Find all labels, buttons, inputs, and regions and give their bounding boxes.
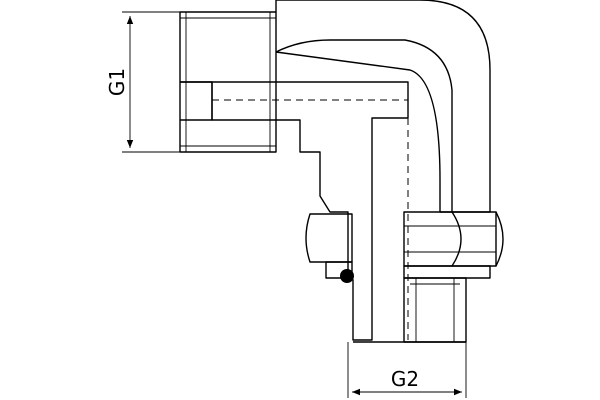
dimension-label-g1: G1 <box>105 68 129 96</box>
elbow-body <box>275 0 491 213</box>
section-hatch <box>180 81 409 341</box>
dimension-label-g2: G2 <box>391 367 419 391</box>
lock-nut <box>305 211 504 267</box>
dimension-g1: G1 <box>105 11 180 153</box>
bore-hidden-lines <box>212 82 409 340</box>
bottom-thread-end <box>353 277 467 343</box>
dimension-g2: G2 <box>347 342 467 398</box>
o-ring <box>340 269 354 283</box>
